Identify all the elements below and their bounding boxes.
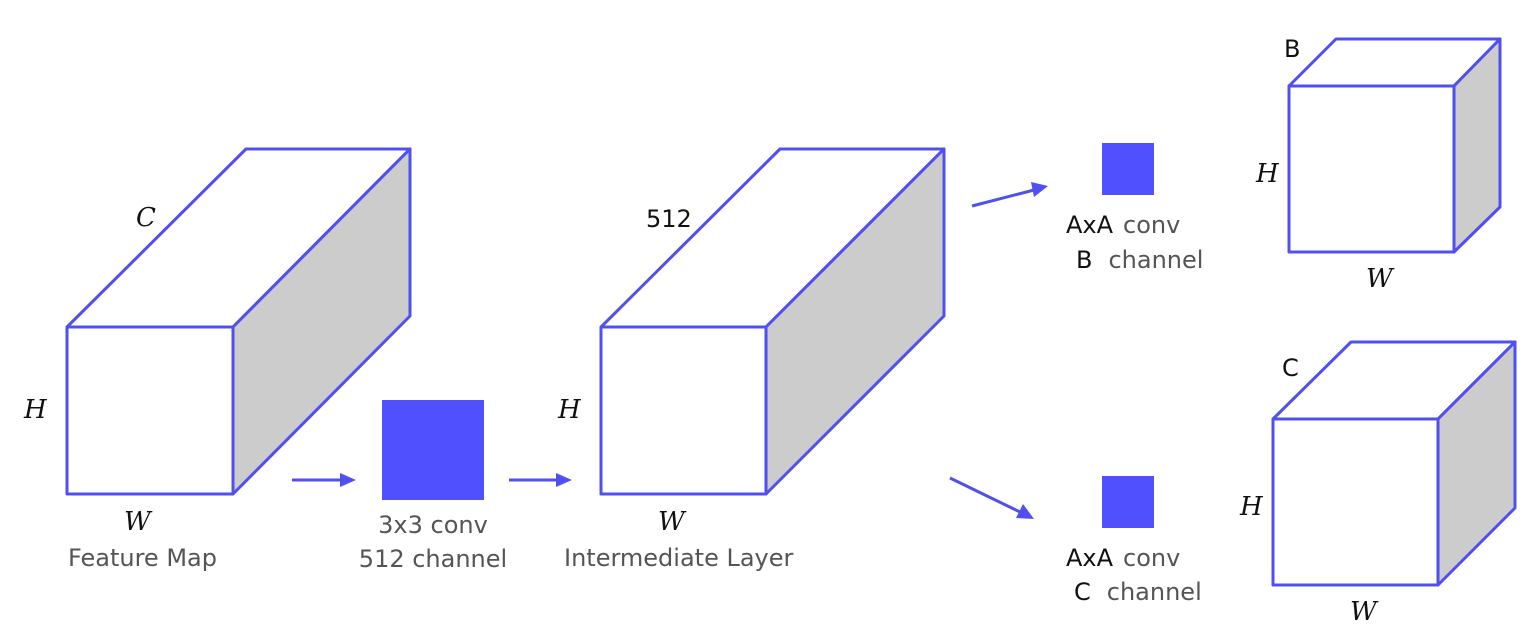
feature-map-width-label: W xyxy=(124,507,153,537)
top-branch-kernel-size: AxA xyxy=(1066,211,1114,239)
bottom-branch-kernel-size: AxA xyxy=(1066,544,1114,572)
bottom-branch-caption-line2: C channel xyxy=(1074,578,1202,606)
top-output-width-label: W xyxy=(1366,264,1395,294)
intermediate-height-label: H xyxy=(557,395,582,425)
top-branch-channel-letter: B xyxy=(1076,246,1092,274)
feature-map-depth-label: C xyxy=(136,203,156,233)
bottom-output-cube xyxy=(1271,340,1517,587)
intermediate-cuboid xyxy=(599,147,946,496)
bottom-branch-kernel xyxy=(1102,476,1154,528)
feature-map-cuboid xyxy=(65,147,412,496)
bottom-output-depth-label: C xyxy=(1282,354,1299,382)
top-branch-channel-word: channel xyxy=(1108,246,1203,274)
bottom-branch-caption-line1: AxA conv xyxy=(1066,544,1180,572)
top-output-cube xyxy=(1287,37,1502,254)
bottom-output-height-label: H xyxy=(1239,492,1264,522)
top-output-depth-label: B xyxy=(1284,35,1300,63)
intermediate-width-label: W xyxy=(658,507,687,537)
feature-map-front-face xyxy=(65,325,235,496)
top-branch-conv-word: conv xyxy=(1123,211,1180,239)
top-branch-caption-line1: AxA conv xyxy=(1066,211,1180,239)
conv3x3-kernel xyxy=(382,400,484,500)
top-branch-kernel xyxy=(1102,143,1154,195)
bottom-output-width-label: W xyxy=(1350,597,1379,627)
intermediate-caption: Intermediate Layer xyxy=(564,544,794,572)
top-branch-caption-line2: B channel xyxy=(1076,246,1203,274)
bottom-branch-channel-word: channel xyxy=(1107,578,1202,606)
feature-map-height-label: H xyxy=(23,395,48,425)
conv3x3-caption-line1: 3x3 conv xyxy=(378,511,488,539)
top-output-height-label: H xyxy=(1255,159,1280,189)
arrow-to-intermediate xyxy=(509,473,572,487)
intermediate-depth-label: 512 xyxy=(646,205,692,233)
arrow-to-bottom-branch xyxy=(949,476,1034,519)
bottom-output-front-face xyxy=(1271,417,1440,587)
arrow-to-conv3x3 xyxy=(292,473,356,487)
bottom-branch-conv-word: conv xyxy=(1123,544,1180,572)
conv3x3-caption-line2: 512 channel xyxy=(359,545,507,573)
top-output-front-face xyxy=(1287,84,1456,254)
intermediate-front-face xyxy=(599,325,768,496)
bottom-branch-channel-letter: C xyxy=(1074,578,1091,606)
arrow-to-top-branch xyxy=(971,182,1048,208)
feature-map-caption: Feature Map xyxy=(68,544,217,572)
